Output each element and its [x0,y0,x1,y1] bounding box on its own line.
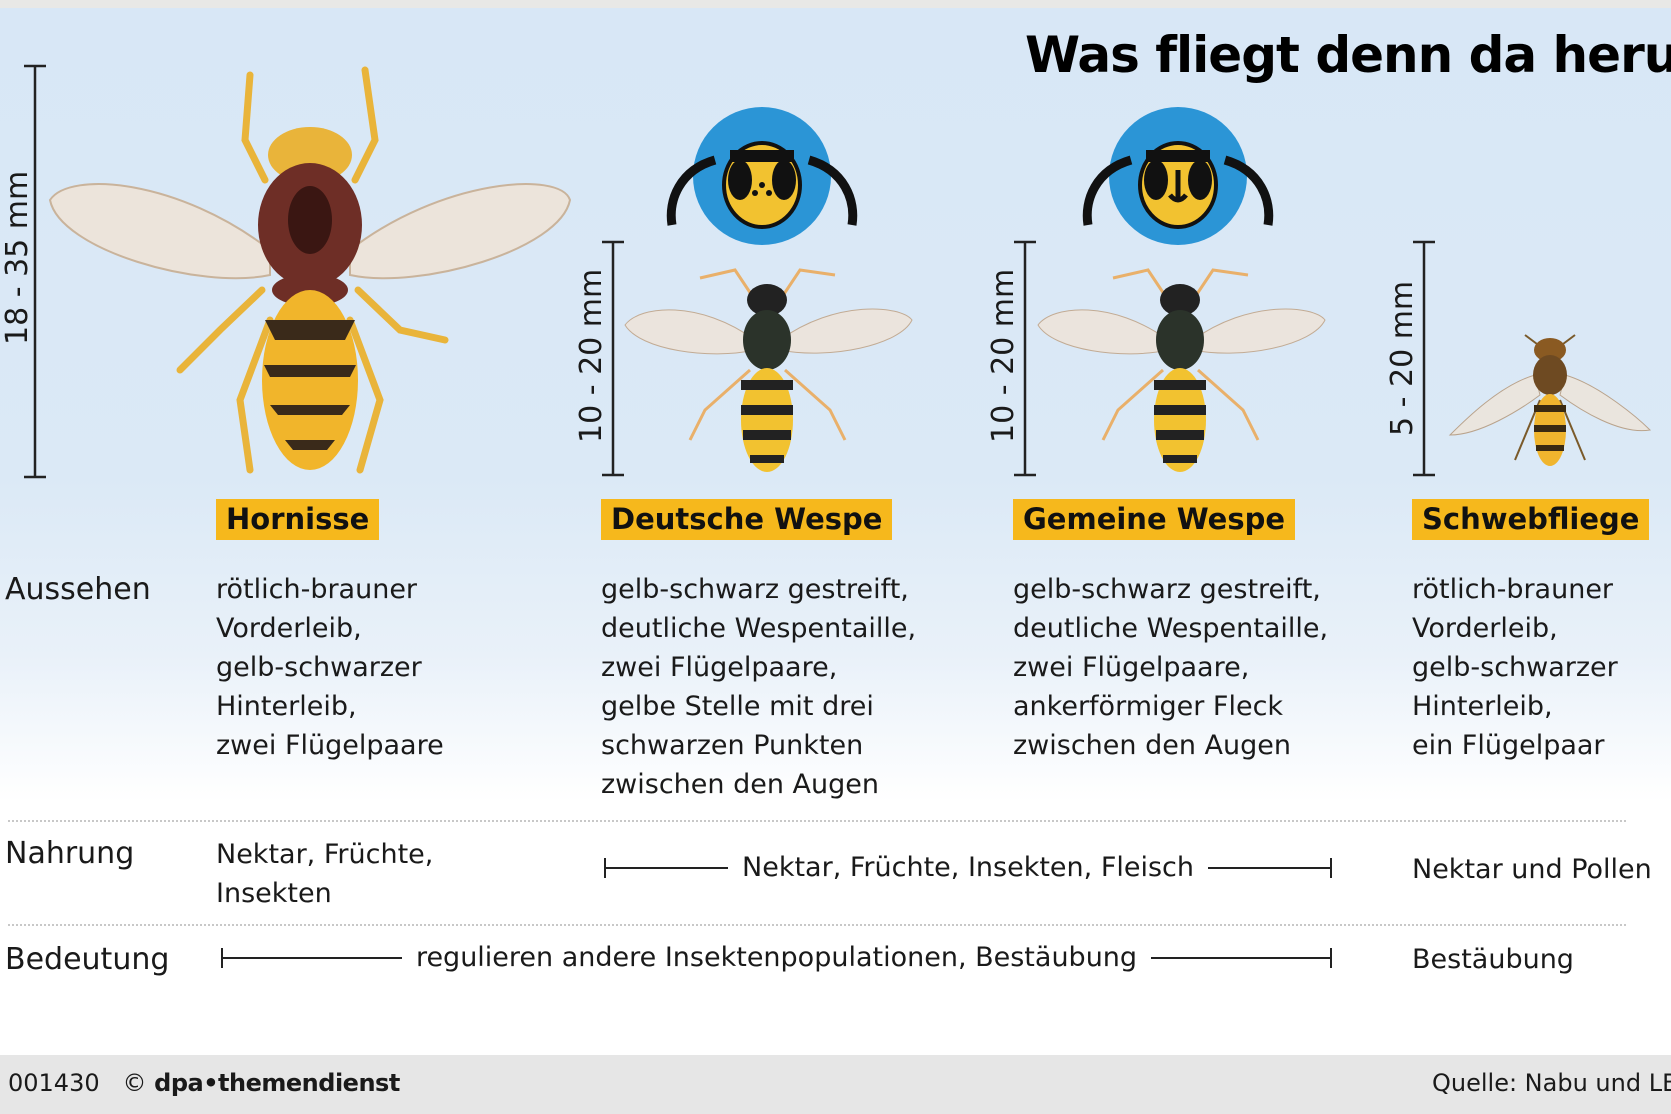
source: Quelle: Nabu und LBV [1432,1069,1671,1097]
footer: 001430 © dpa•themendienst Quelle: Nabu u… [0,1055,1671,1114]
top-strip [0,0,1671,8]
row-label-bedeutung: Bedeutung [5,942,170,977]
page-title: Was fliegt denn da herum [1025,26,1671,84]
divider [8,924,1626,926]
aussehen-deutsche-wespe: gelb-schwarz gestreift,deutliche Wespent… [601,574,917,800]
nahrung-hornisse: Nektar, Früchte,Insekten [216,839,434,909]
nahrung-schwebfliege: Nektar und Pollen [1412,854,1652,885]
divider [8,820,1626,822]
label-deutsche-wespe: Deutsche Wespe [601,499,893,540]
schwebfliege-illustration [1448,334,1652,466]
row-label-nahrung: Nahrung [5,836,135,871]
size-gemeine-wespe: 10 - 20 mm [986,268,1021,443]
graphic-id: 001430 [8,1069,100,1097]
label-gemeine-wespe: Gemeine Wespe [1013,499,1296,540]
hornet-illustration [48,66,572,474]
bedeutung-shared-span: regulieren andere Insektenpopulationen, … [221,942,1332,973]
copyright-symbol: © [122,1069,147,1097]
gemeine-wespe-head-circle [1082,107,1274,245]
label-hornisse: Hornisse [216,499,380,540]
label-schwebfliege: Schwebfliege [1412,499,1650,540]
aussehen-gemeine-wespe: gelb-schwarz gestreift,deutliche Wespent… [1013,574,1329,761]
bedeutung-schwebfliege: Bestäubung [1412,944,1574,975]
size-hornisse: 18 - 35 mm [0,170,35,345]
deutsche-wespe-head-circle [666,107,858,245]
row-label-aussehen: Aussehen [5,572,151,607]
deutsche-wespe-illustration [624,268,913,472]
nahrung-wespen-span: Nektar, Früchte, Insekten, Fleisch [604,852,1333,883]
size-deutsche-wespe: 10 - 20 mm [574,268,609,443]
gemeine-wespe-illustration [1037,268,1326,472]
brand-logo: dpa•themendienst [154,1069,400,1097]
size-scale-bars [24,64,1435,479]
size-schwebfliege: 5 - 20 mm [1385,280,1420,436]
